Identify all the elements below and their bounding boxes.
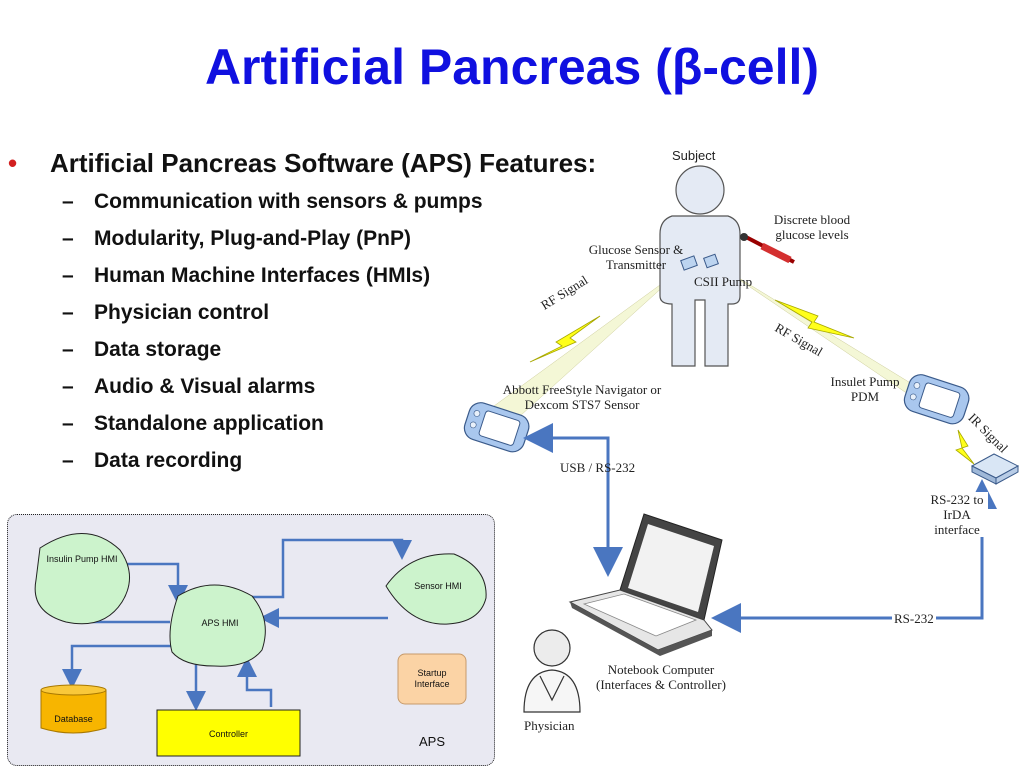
rs232-label: RS-232 [892,611,936,626]
sub-bullet-text: Communication with sensors & pumps [94,190,483,213]
sub-bullet-list: –Communication with sensors & pumps –Mod… [8,189,608,485]
main-bullet: • Artificial Pancreas Software (APS) Fea… [8,146,608,181]
sub-bullet-text: Modularity, Plug-and-Play (PnP) [94,227,411,250]
sub-bullet-text: Standalone application [94,412,324,435]
startup-interface-shape [397,653,467,705]
insulin-pump-hmi-label: Insulin Pump HMI [46,554,118,564]
feature-list: • Artificial Pancreas Software (APS) Fea… [8,146,608,485]
sensor-hmi-label: Sensor HMI [414,581,462,591]
bullet-dot: • [8,148,18,178]
aps-hmi-label: APS HMI [201,618,239,628]
sub-bullet-text: Audio & Visual alarms [94,375,316,398]
subject-label: Subject [672,148,716,163]
rf-lightning-right [774,299,855,339]
sub-bullet-text: Data storage [94,338,222,361]
controller-shape [156,709,301,757]
discrete-blood-label: Discrete blood glucose levels [773,212,851,242]
sub-bullet: –Human Machine Interfaces (HMIs) [62,264,431,287]
sub-bullet-text: Human Machine Interfaces (HMIs) [94,264,431,287]
usb-rs232-label: USB / RS-232 [560,460,636,475]
physician-figure [523,629,581,713]
controller-label: Controller [208,729,248,739]
insulin-pump-hmi-shape [34,533,130,625]
sub-bullet: –Data recording [62,449,243,472]
notebook-label: Notebook Computer (Interfaces & Controll… [596,662,726,692]
csii-pump-label: CSII Pump [694,274,753,289]
main-bullet-text: Artificial Pancreas Software (APS) Featu… [50,148,597,178]
physician-label: Physician [524,718,575,733]
insulet-pdm-device [903,374,970,425]
csii-pump-device [703,253,719,269]
ir-lightning [955,429,975,465]
sub-bullet: –Physician control [62,301,270,324]
rf-lightning-left [529,315,601,363]
sub-bullet: –Communication with sensors & pumps [62,190,483,213]
glucose-meter-icon [740,233,795,264]
sub-bullet-text: Data recording [94,449,243,472]
irda-interface-device [970,453,1020,485]
database-shape [40,684,107,734]
sub-bullet: –Standalone application [62,412,324,435]
insulet-pdm-label: Insulet Pump PDM [830,374,900,404]
glucose-sensor-label: Glucose Sensor & Transmitter [588,242,684,272]
sensor-hmi-shape [385,553,487,625]
sub-bullet: –Modularity, Plug-and-Play (PnP) [62,227,411,250]
startup-interface-label: Startup Interface [414,668,450,689]
aps-label: APS [418,734,445,749]
subject-figure [659,165,741,367]
abbott-sensor-label: Abbott FreeStyle Navigator or Dexcom STS… [502,382,662,412]
sub-bullet: –Audio & Visual alarms [62,375,316,398]
slide-title: Artificial Pancreas (β-cell) [204,39,820,95]
sub-bullet: –Data storage [62,338,222,361]
notebook-computer-icon [568,513,723,656]
aps-hmi-shape [169,584,266,667]
database-label: Database [54,714,93,724]
rs232-irda-label: RS-232 to IrDA interface [926,492,988,537]
sub-bullet-text: Physician control [94,301,270,324]
glucose-sensor-device [680,255,698,271]
abbott-sensor-device [463,402,530,453]
